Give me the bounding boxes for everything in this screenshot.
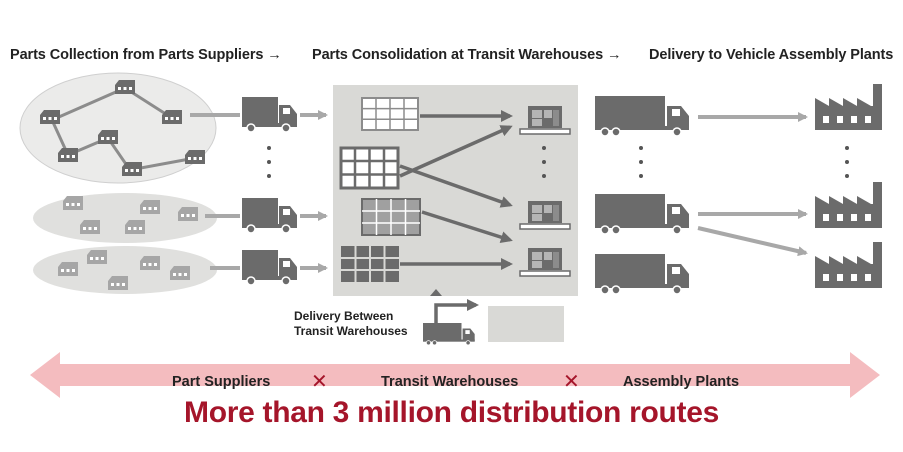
header-parts-collection: Parts Collection from Parts Suppliers → [10,47,282,63]
shelf-rack-icon-1 [361,97,419,131]
shelf-rack-icon-3 [361,198,421,236]
multiply-icon-2: ✕ [563,371,580,393]
band-transit-warehouses: Transit Warehouses [381,374,519,390]
ellipsis-dots-warehouse [542,146,546,178]
headline-distribution-routes: More than 3 million distribution routes [184,396,719,429]
transfer-label: Delivery Between Transit Warehouses [294,309,408,339]
multiply-icon-1: ✕ [311,371,328,393]
shelf-rack-icon-2 [339,146,400,190]
band-part-suppliers: Part Suppliers [172,374,271,390]
ellipsis-dots-delivery [639,146,643,178]
trailer-truck-icons [594,95,690,295]
combination-band-arrow [30,352,880,398]
header-delivery-to-plants: Delivery to Vehicle Assembly Plants [649,47,894,63]
ellipsis-dots-collection [267,146,271,178]
supplier-cluster-3 [33,246,217,294]
assembly-plant-icons [815,84,882,288]
band-assembly-plants: Assembly Plants [623,374,740,390]
truck-icon-group-collection [241,96,298,286]
transfer-label-line2: Transit Warehouses [294,324,408,338]
shelf-rack-icon-4 [341,246,399,282]
transfer-truck-icon [422,322,476,346]
secondary-warehouse-box [488,306,564,342]
ellipsis-dots-plants [845,146,849,178]
transfer-label-line1: Delivery Between [294,309,394,323]
header-parts-consolidation: Parts Consolidation at Transit Warehouse… [312,47,622,63]
